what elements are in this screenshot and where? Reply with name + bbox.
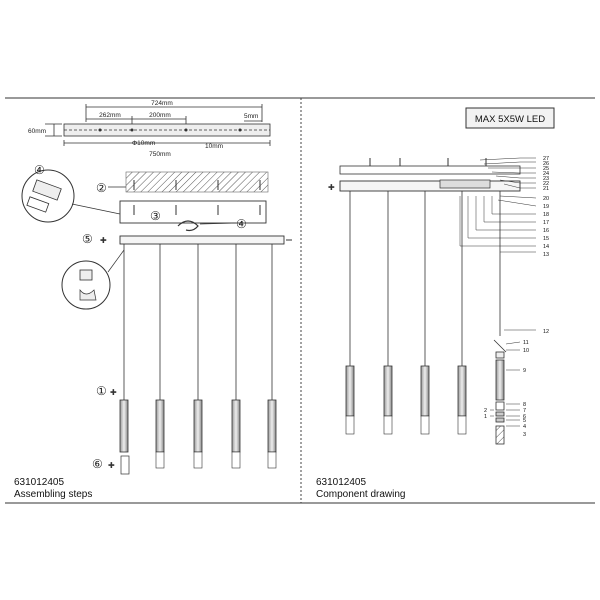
dim-offset-left: 262mm — [99, 112, 121, 119]
canopy-bar-right — [339, 180, 521, 192]
pendant-tube-2 — [155, 399, 165, 453]
svg-text:4: 4 — [523, 424, 526, 430]
ceiling-screws-right — [369, 158, 487, 166]
pendant-wires — [123, 244, 273, 400]
cable-clip — [177, 220, 199, 232]
right-panel: MAX 5X5W LED ✚ — [316, 107, 555, 500]
pendant-tubes — [119, 399, 277, 453]
callout-step-3: ③ — [150, 209, 161, 223]
callout-step-4: ④ — [236, 217, 247, 231]
svg-text:27: 27 — [543, 156, 549, 162]
left-model-code: 631012405 — [14, 477, 64, 488]
svg-text:3: 3 — [523, 432, 526, 438]
pendant-tube-right-2 — [383, 365, 393, 417]
svg-text:6: 6 — [523, 414, 526, 420]
svg-text:11: 11 — [523, 340, 529, 346]
right-panel-title: Component drawing — [316, 489, 406, 500]
screw-icon-6: ✚ — [108, 461, 115, 470]
screw-icon-5: ✚ — [100, 236, 107, 245]
svg-text:9: 9 — [523, 368, 526, 374]
pendant-tubes-right — [345, 365, 467, 417]
magnifier-leader — [107, 249, 125, 273]
ceiling-hatch — [125, 171, 269, 193]
dimension-drawing — [45, 104, 271, 146]
pendant-tube-right-1 — [345, 365, 355, 417]
svg-text:23: 23 — [543, 176, 549, 182]
svg-text:15: 15 — [543, 236, 549, 242]
part-leaders — [459, 157, 537, 427]
svg-text:10: 10 — [523, 348, 529, 354]
svg-text:24: 24 — [543, 171, 549, 177]
dim-hole: Φ10mm — [132, 140, 155, 147]
pendant-tube-1 — [119, 399, 129, 453]
callout-step-1: ① — [96, 384, 107, 398]
left-panel-title: Assembling steps — [14, 489, 92, 500]
pendant-wires-right — [349, 191, 501, 366]
terminal-block — [32, 179, 62, 201]
magnifier-cap — [79, 269, 93, 281]
callout-step-2: ② — [96, 181, 107, 195]
svg-text:2: 2 — [484, 408, 487, 414]
svg-text:12: 12 — [543, 329, 549, 335]
pendant-tube-3 — [193, 399, 203, 453]
part-numbers-bottom: 12 11 10 9 8 7 6 5 4 3 2 1 — [484, 329, 549, 438]
ceiling-screws — [133, 180, 261, 190]
pendant-tube-right-3 — [420, 365, 430, 417]
svg-text:14: 14 — [543, 244, 549, 250]
bracket-screws — [133, 205, 261, 215]
driver-box — [439, 179, 491, 189]
svg-text:25: 25 — [543, 166, 549, 172]
svg-text:21: 21 — [543, 186, 549, 192]
dim-total-inner: 724mm — [151, 100, 173, 107]
svg-text:5: 5 — [523, 418, 526, 424]
pendant-tube-4 — [231, 399, 241, 453]
power-label: MAX 5X5W LED — [475, 114, 545, 125]
junction-box — [26, 196, 50, 213]
pendant-tube-right-4 — [457, 365, 467, 417]
power-label-box — [465, 107, 555, 129]
svg-text:26: 26 — [543, 161, 549, 167]
svg-text:1: 1 — [484, 414, 487, 420]
dim-end-offset: 10mm — [205, 143, 223, 150]
part-numbers-top: 27 26 25 24 23 22 21 20 19 18 17 16 15 1… — [543, 156, 549, 258]
callout-step-4-top: ④ — [34, 163, 45, 177]
pendant-lenses — [155, 451, 277, 469]
exploded-pendant — [493, 339, 507, 445]
canopy-bar — [119, 235, 285, 245]
dim-end-margin: 5mm — [244, 113, 258, 120]
svg-text:8: 8 — [523, 402, 526, 408]
svg-text:16: 16 — [543, 228, 549, 234]
magnifier-detail-circle — [61, 260, 111, 310]
callout-step-6: ⑥ — [92, 457, 103, 471]
right-model-code: 631012405 — [316, 477, 366, 488]
svg-text:22: 22 — [543, 181, 549, 187]
callout-4-leader — [199, 222, 237, 225]
svg-text:7: 7 — [523, 408, 526, 414]
svg-text:17: 17 — [543, 220, 549, 226]
dim-total-outer: 750mm — [149, 151, 171, 158]
pendant-lenses-right — [345, 415, 467, 435]
svg-text:20: 20 — [543, 196, 549, 202]
svg-text:19: 19 — [543, 204, 549, 210]
bracket-strip-right — [339, 165, 521, 175]
screw-icon-1: ✚ — [110, 388, 117, 397]
mounting-holes — [98, 128, 242, 132]
svg-text:13: 13 — [543, 252, 549, 258]
screw-icon-right: ✚ — [328, 183, 335, 192]
pendant-tube-5 — [267, 399, 277, 453]
connector-leader — [71, 203, 121, 215]
left-panel: 724mm 262mm 200mm 60mm 5mm Φ10mm 10mm 75… — [14, 100, 292, 500]
svg-text:18: 18 — [543, 212, 549, 218]
dim-height: 60mm — [28, 128, 46, 135]
lens-part — [120, 455, 130, 475]
dim-spacing: 200mm — [149, 112, 171, 119]
callout-step-5: ⑤ — [82, 232, 93, 246]
mounting-bracket — [119, 200, 267, 224]
magnifier-hand — [79, 288, 97, 301]
